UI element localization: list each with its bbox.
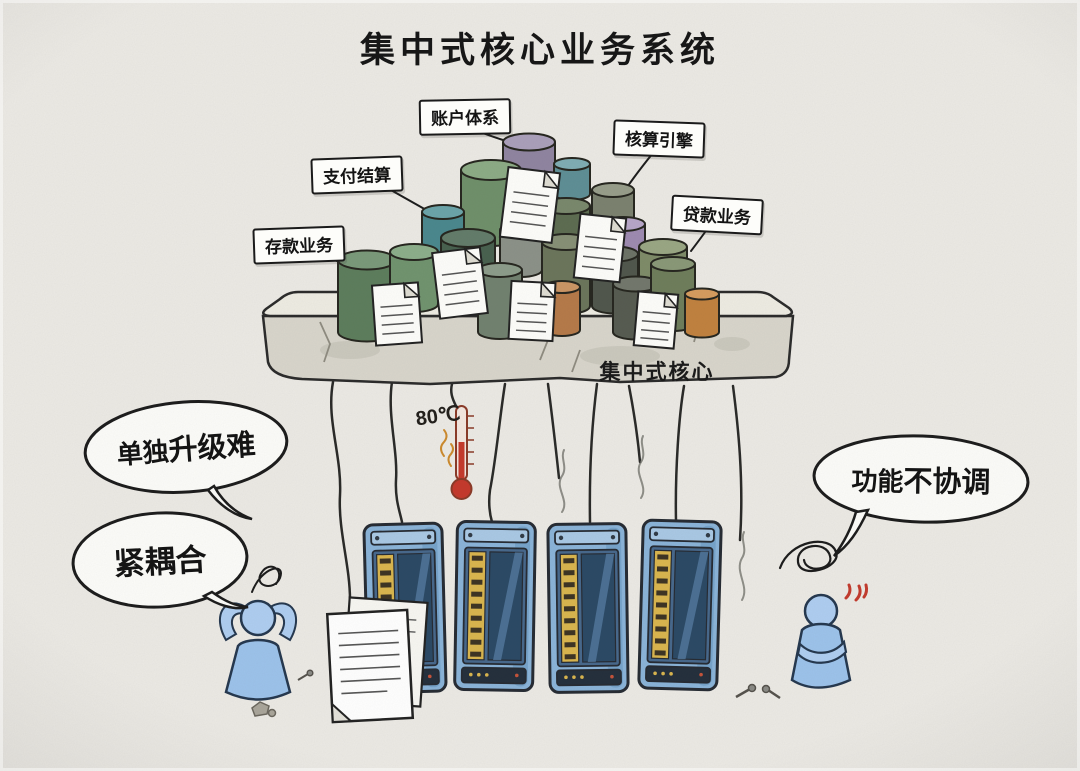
label-accounting-engine: 核算引擎 [612, 119, 706, 159]
bubble-text-coordination: 功能不协调 [851, 457, 991, 501]
label-loan-business: 贷款业务 [670, 194, 764, 236]
label-payment-settlement: 支付结算 [310, 155, 404, 195]
platform-label: 集中式核心 [599, 361, 715, 384]
bubble-upgrade-prefix: 单独 [115, 436, 170, 470]
label-account-system: 账户体系 [418, 98, 512, 136]
label-deposit-business: 存款业务 [252, 225, 346, 265]
page-title: 集中式核心业务系统 [359, 31, 720, 70]
bubble-coupling-emphasis: 紧耦合 [112, 542, 208, 582]
bubble-coordination-emphasis: 不协调 [903, 465, 991, 500]
bubble-upgrade-emphasis: 升级难 [167, 429, 257, 468]
bubble-text-coupling: 紧耦合 [112, 534, 208, 584]
bubble-coordination-prefix: 功能 [851, 465, 904, 497]
